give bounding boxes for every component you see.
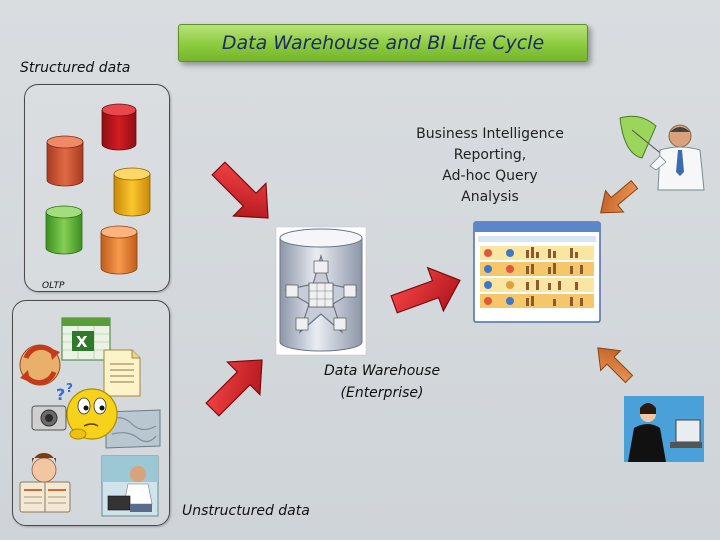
title-banner: Data Warehouse and BI Life Cycle [178, 24, 588, 62]
database-cylinder-icon [45, 205, 83, 255]
arrow-user-to-dashboard [597, 347, 634, 384]
map-icon [105, 409, 161, 449]
diagram-title: Data Warehouse and BI Life Cycle [221, 32, 545, 54]
oltp-label: OLTP [42, 281, 65, 291]
star-schema-icon [284, 253, 358, 334]
database-cylinder-icon [113, 167, 151, 217]
bi-item: Reporting, [453, 147, 527, 163]
bi-item: Ad-hoc Query [442, 168, 538, 184]
svg-text:X: X [76, 333, 88, 351]
camera-icon [31, 405, 67, 431]
arrow-presenter-to-dashboard [600, 180, 639, 214]
bi-heading: Business Intelligence [416, 126, 564, 142]
warehouse-label-line2: (Enterprise) [340, 385, 424, 401]
database-cylinder-icon [101, 103, 137, 151]
arrow-warehouse-to-dashboard [390, 266, 461, 314]
structured-data-label: Structured data [20, 60, 131, 76]
computer-user-icon [624, 396, 704, 462]
dashboard-screen-icon [473, 221, 601, 323]
document-icon [103, 349, 141, 397]
svg-text:?: ? [66, 381, 73, 395]
database-cylinder-icon [46, 135, 84, 187]
bi-item: Analysis [461, 189, 519, 205]
presenter-icon [619, 115, 705, 191]
newspaper-reader-icon [19, 452, 71, 513]
sync-icon [19, 344, 61, 386]
warehouse-label-line1: Data Warehouse [323, 363, 441, 379]
excel-icon: X [61, 317, 111, 361]
unstructured-data-label: Unstructured data [182, 503, 310, 519]
arrow-unstructured-to-warehouse [205, 359, 263, 417]
svg-text:?: ? [56, 385, 65, 404]
warehouse-label: Data Warehouse (Enterprise) [300, 360, 464, 404]
laptop-user-icon [101, 455, 159, 517]
database-cylinder-icon [100, 225, 138, 275]
bi-block: Business Intelligence Reporting, Ad-hoc … [398, 124, 582, 208]
arrow-structured-to-warehouse [211, 161, 269, 219]
thinking-face-icon: ? ? [56, 381, 118, 440]
